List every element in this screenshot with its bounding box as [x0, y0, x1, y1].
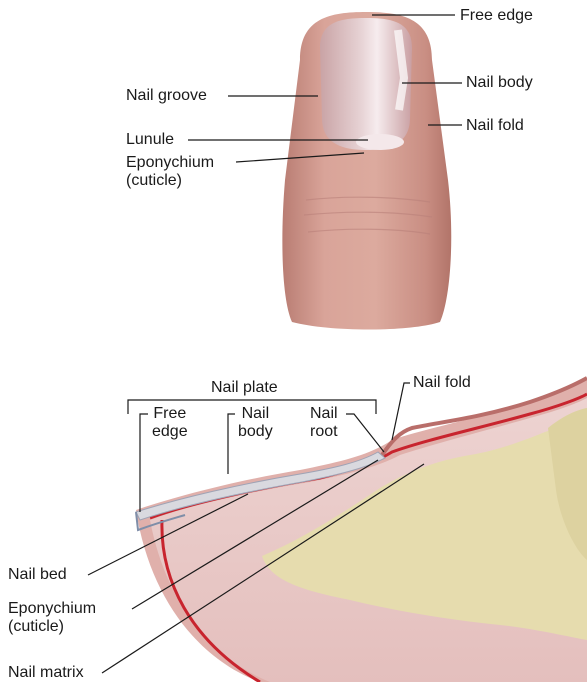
tick-nail-root: [346, 414, 384, 452]
label-eponychium-side-line1: Eponychium: [8, 600, 96, 618]
label-nail-plate: Nail plate: [211, 379, 278, 397]
tick-free-edge: [140, 414, 148, 512]
label-free-edge-side: Free edge: [152, 405, 188, 441]
label-lunule: Lunule: [126, 131, 174, 149]
label-nail-body-side: Nail body: [238, 405, 273, 441]
label-nail-body-top: Nail body: [466, 74, 533, 92]
label-nail-root-side: Nail root: [310, 405, 338, 441]
label-nail-body-side-line2: body: [238, 423, 273, 441]
label-free-edge-top: Free edge: [460, 7, 533, 25]
label-nail-fold-top: Nail fold: [466, 117, 524, 135]
label-nail-bed: Nail bed: [8, 566, 67, 584]
label-nail-body-side-line1: Nail: [238, 405, 273, 423]
lunule-shape: [356, 134, 404, 150]
label-eponychium-side-line2: (cuticle): [8, 618, 96, 636]
label-eponychium-side: Eponychium (cuticle): [8, 600, 96, 636]
label-eponychium-top-line1: Eponychium: [126, 154, 214, 172]
label-eponychium-top: Eponychium (cuticle): [126, 154, 214, 190]
label-free-edge-side-line1: Free: [152, 405, 188, 423]
label-nail-matrix: Nail matrix: [8, 664, 84, 682]
label-nail-root-side-line2: root: [310, 423, 338, 441]
finger-top-view: [282, 12, 451, 330]
tick-nail-body: [228, 414, 235, 474]
label-eponychium-top-line2: (cuticle): [126, 172, 214, 190]
label-free-edge-side-line2: edge: [152, 423, 188, 441]
label-nail-root-side-line1: Nail: [310, 405, 338, 423]
label-nail-groove: Nail groove: [126, 87, 207, 105]
label-nail-fold-side: Nail fold: [413, 374, 471, 392]
